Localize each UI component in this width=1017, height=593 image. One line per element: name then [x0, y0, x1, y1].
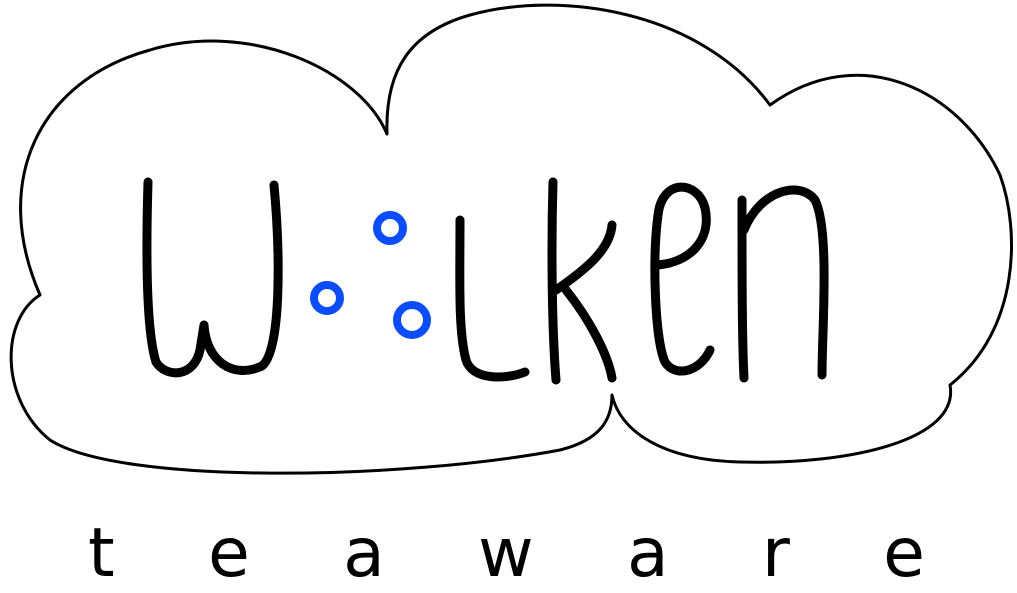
letter-k — [547, 177, 561, 385]
tagline-letter: r — [761, 514, 790, 593]
bubble-left — [310, 281, 344, 315]
wordmark — [142, 177, 829, 385]
cloud-outline-icon — [9, 3, 1013, 475]
letter-k-arm — [551, 220, 617, 383]
letter-e — [650, 182, 715, 376]
letter-l — [455, 215, 530, 382]
tagline-letter: a — [343, 514, 385, 593]
letter-n — [737, 185, 829, 383]
tagline-letter: e — [883, 514, 925, 593]
tea-bubbles-icon — [310, 211, 431, 339]
bubble-right — [393, 301, 431, 339]
tagline-letter: t — [88, 514, 115, 593]
tagline-letter: a — [626, 514, 669, 593]
tagline: t e a w a r e — [0, 514, 1017, 593]
tagline-letter: w — [478, 514, 534, 593]
bubble-top — [373, 211, 407, 245]
tagline-letter: e — [207, 514, 250, 593]
logo-graphic — [9, 3, 1013, 475]
letter-w — [142, 177, 283, 378]
